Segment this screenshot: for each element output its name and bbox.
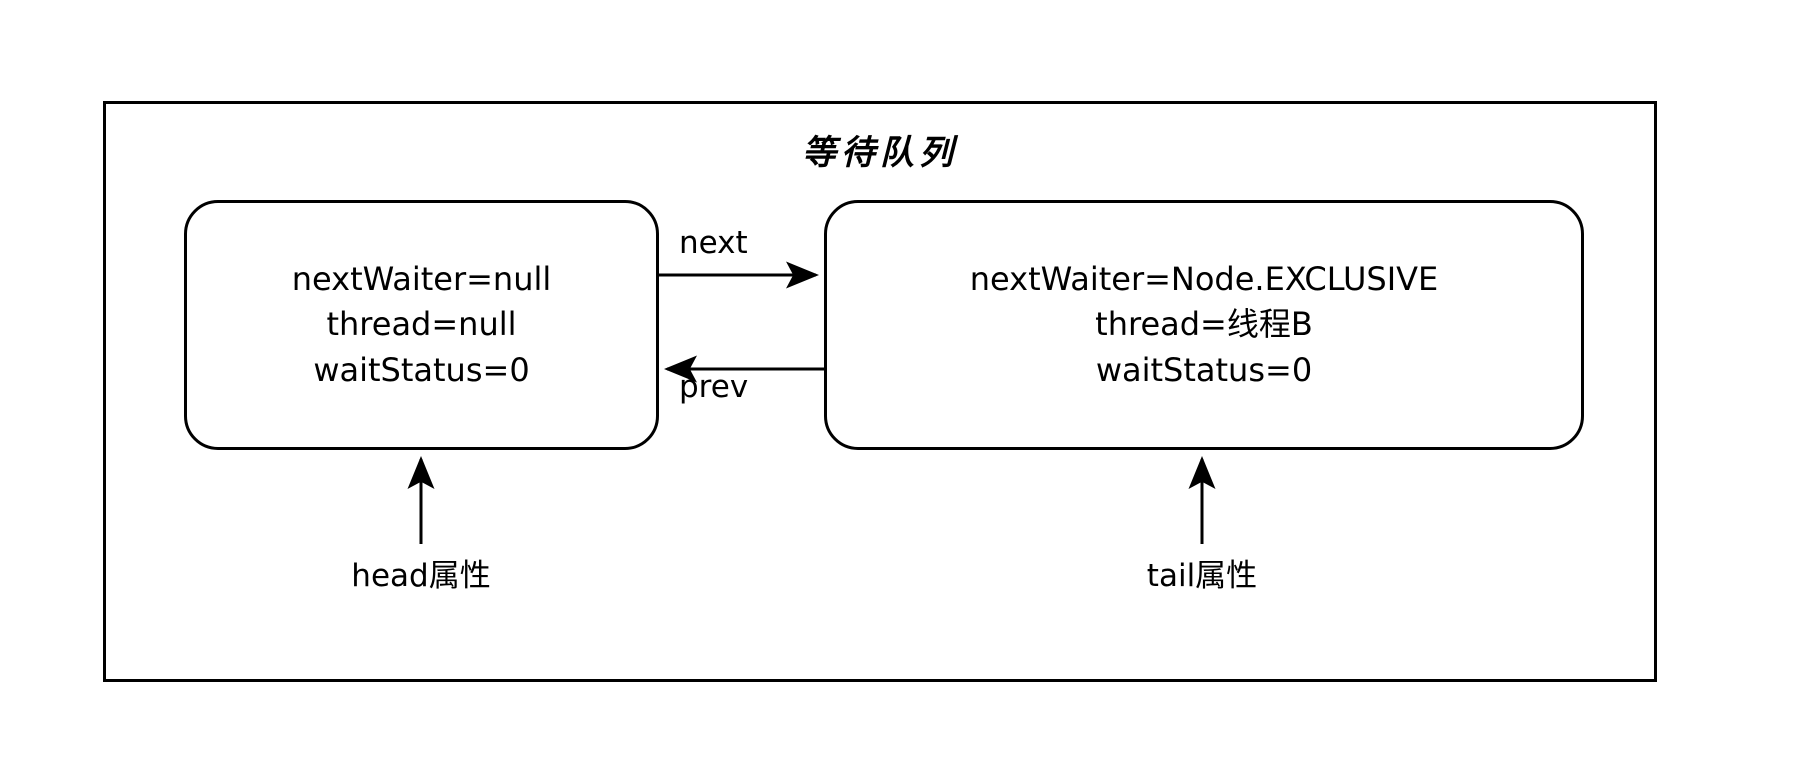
node-tail-line-nextwaiter: nextWaiter=Node.EXCLUSIVE — [969, 259, 1439, 298]
node-head: nextWaiter=null thread=null waitStatus=0 — [184, 200, 659, 450]
pointer-label-tail: tail属性 — [1146, 558, 1258, 594]
node-head-line-thread: thread=null — [326, 305, 517, 344]
node-tail-line-waitstatus: waitStatus=0 — [1095, 350, 1313, 389]
node-tail-line-thread: thread=线程B — [1095, 305, 1313, 344]
page-title: 等待队列 — [802, 133, 958, 173]
node-head-line-nextwaiter: nextWaiter=null — [291, 259, 552, 298]
node-tail: nextWaiter=Node.EXCLUSIVE thread=线程B wai… — [824, 200, 1584, 450]
waiting-queue-frame: 等待队列 nextWaiter=null thread=null waitSta… — [103, 101, 1657, 682]
edge-label-prev: prev — [679, 369, 749, 405]
node-head-line-waitstatus: waitStatus=0 — [313, 350, 530, 389]
pointer-label-head: head属性 — [351, 558, 491, 594]
edge-label-next: next — [679, 225, 748, 261]
